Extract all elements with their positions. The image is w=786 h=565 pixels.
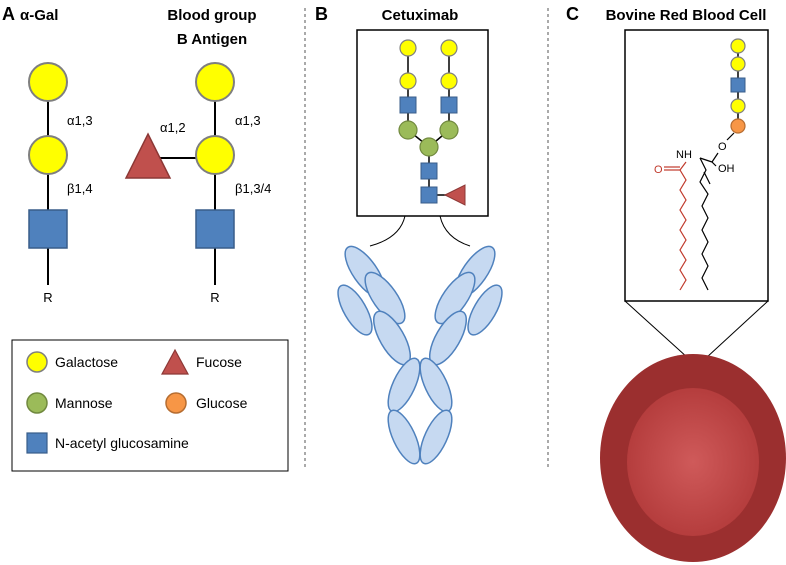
ceramide-bond-oh	[711, 161, 717, 167]
blood-b-link-b134: β1,3/4	[235, 181, 271, 196]
glycan-inset-box	[356, 29, 489, 217]
antibody-fc-left-2	[387, 409, 421, 465]
blood-b-link-a13: α1,3	[235, 113, 261, 128]
panel-c: C Bovine Red Blood Cell O OH NH O	[566, 4, 786, 562]
sphingosine-double-bond	[703, 171, 711, 185]
agal-r-label: R	[43, 290, 52, 305]
ceramide: O OH NH O	[654, 132, 735, 291]
cetux-glcnac-4	[420, 186, 438, 204]
legend-galactose-label: Galactose	[55, 354, 118, 370]
rbc-glcnac	[730, 77, 746, 93]
blood-group-title-line2: B Antigen	[177, 31, 247, 48]
cetux-galactose-2	[399, 72, 417, 90]
agal-galactose-top	[28, 62, 68, 102]
glycan-residues	[398, 39, 466, 206]
antibody-left-inner-1	[364, 271, 406, 325]
cetuximab-title: Cetuximab	[382, 7, 459, 24]
ceramide-amide-nh: NH	[676, 149, 692, 161]
legend-glucose-label: Glucose	[196, 395, 248, 411]
red-blood-cell-center	[627, 388, 759, 536]
ceramide-carbonyl-oxygen: O	[654, 164, 663, 176]
legend-box	[11, 339, 289, 472]
agal-title: α-Gal	[20, 7, 58, 24]
antibody-right-outer-2	[467, 284, 503, 336]
panel-b-letter: B	[315, 4, 328, 24]
blood-b-link-a12: α1,2	[160, 120, 186, 135]
cetux-galactose-1	[399, 39, 417, 57]
agal-chain: α1,3 β1,4 R	[28, 62, 93, 305]
blood-b-chain: α1,3 α1,2 β1,3/4 R	[124, 62, 271, 305]
glycolipid-inset-box	[624, 29, 769, 302]
ceramide-hydroxyl: OH	[718, 163, 735, 175]
antibody-right-inner-1	[434, 271, 476, 325]
bovine-rbc-title: Bovine Red Blood Cell	[606, 7, 767, 24]
cetux-mannose-2	[439, 120, 459, 140]
legend-galactose-icon	[26, 351, 48, 373]
panel-a: A α-Gal Blood group B Antigen α1,3 β1,4 …	[2, 4, 289, 472]
legend-glucose-icon	[165, 392, 187, 414]
cetux-galactose-4	[440, 72, 458, 90]
sphingosine-chain	[699, 157, 709, 291]
legend-fucose-icon	[160, 348, 190, 375]
panel-b: B Cetuximab	[315, 4, 503, 465]
glycolipid-glycan	[730, 38, 746, 134]
rbc-glucose	[730, 118, 746, 134]
antibody-fc-right-2	[419, 409, 453, 465]
cell-connector-left	[624, 300, 689, 359]
cetux-mannose-1	[398, 120, 418, 140]
cetux-glcnac-3	[420, 162, 438, 180]
legend-mannose-label: Mannose	[55, 395, 113, 411]
legend-fucose-label: Fucose	[196, 354, 242, 370]
ceramide-bond-3	[699, 157, 713, 163]
ceramide-ether-oxygen: O	[718, 141, 727, 153]
antibody-left-outer-2	[337, 284, 373, 336]
cetux-mannose-3	[419, 137, 439, 157]
legend: Galactose Fucose Mannose Glucose N-acety…	[11, 339, 289, 472]
legend-glcnac-icon	[26, 432, 48, 454]
cell-connector-right	[705, 300, 769, 359]
legend-mannose-icon	[26, 392, 48, 414]
rbc-galactose-1	[730, 38, 746, 54]
panel-c-letter: C	[566, 4, 579, 24]
cetux-galactose-3	[440, 39, 458, 57]
agal-glcnac	[28, 209, 68, 249]
rbc-galactose-3	[730, 98, 746, 114]
ceramide-bond-1	[726, 132, 735, 141]
antibody	[337, 245, 503, 465]
blood-group-title-line1: Blood group	[167, 7, 256, 24]
agal-link-a13: α1,3	[67, 113, 93, 128]
rbc-galactose-2	[730, 56, 746, 72]
blood-b-galactose-bottom	[195, 135, 235, 175]
fatty-acid-chain	[679, 169, 687, 291]
panel-a-letter: A	[2, 4, 15, 24]
blood-b-fucose	[124, 132, 172, 179]
legend-glcnac-label: N-acetyl glucosamine	[55, 435, 189, 451]
cetux-glcnac-1	[399, 96, 417, 114]
inset-connector-left	[369, 215, 406, 247]
blood-b-galactose-top	[195, 62, 235, 102]
cetux-fucose	[443, 184, 466, 206]
agal-galactose-bottom	[28, 135, 68, 175]
ceramide-bond-2	[711, 152, 719, 163]
inset-connector-right	[439, 215, 471, 247]
blood-b-r-label: R	[210, 290, 219, 305]
ceramide-amide-bond	[679, 161, 687, 171]
agal-link-b14: β1,4	[67, 181, 93, 196]
blood-b-glcnac	[195, 209, 235, 249]
cetux-glcnac-2	[440, 96, 458, 114]
